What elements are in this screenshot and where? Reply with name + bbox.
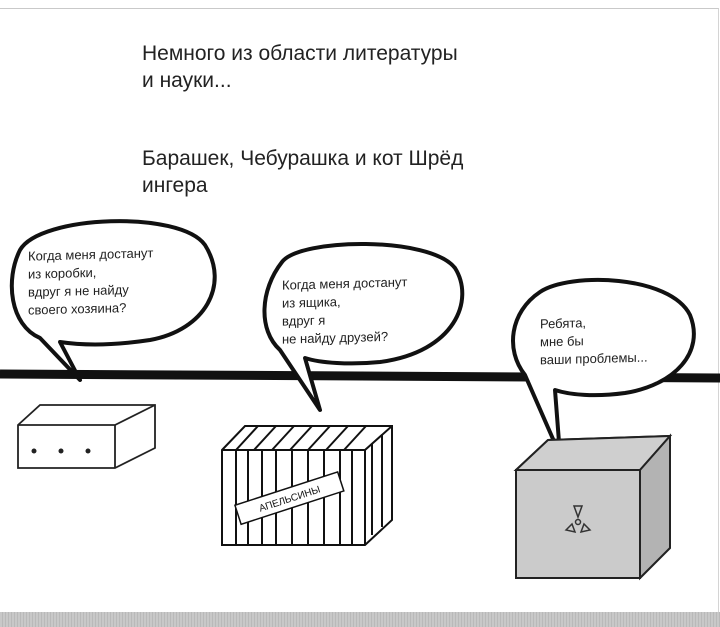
comic-frame (0, 8, 719, 613)
speech-bubble-lamb (9, 219, 217, 382)
bubble-text-cat: Ребята, мне бы ваши проблемы... (540, 315, 648, 368)
comic-drawing: АПЕЛЬСИНЫ (0, 219, 720, 581)
cat-box (513, 433, 673, 581)
bubble-text-cheburashka: Когда меня достанут из ящика, вдруг я не… (282, 274, 408, 347)
caption-title: Немного из области литературы и науки... (142, 42, 458, 92)
speech-bubble-cat (511, 278, 696, 457)
bubble-text-lamb: Когда меня достанут из коробки, вдруг я … (28, 245, 154, 318)
speech-bubble-cheburashka (262, 241, 465, 412)
bottom-scrollbar[interactable] (0, 612, 720, 627)
radiation-icon (564, 505, 592, 534)
caption-subtitle: Барашек, Чебурашка и кот Шрёд ингера (142, 147, 464, 197)
lamb-box (17, 404, 156, 469)
